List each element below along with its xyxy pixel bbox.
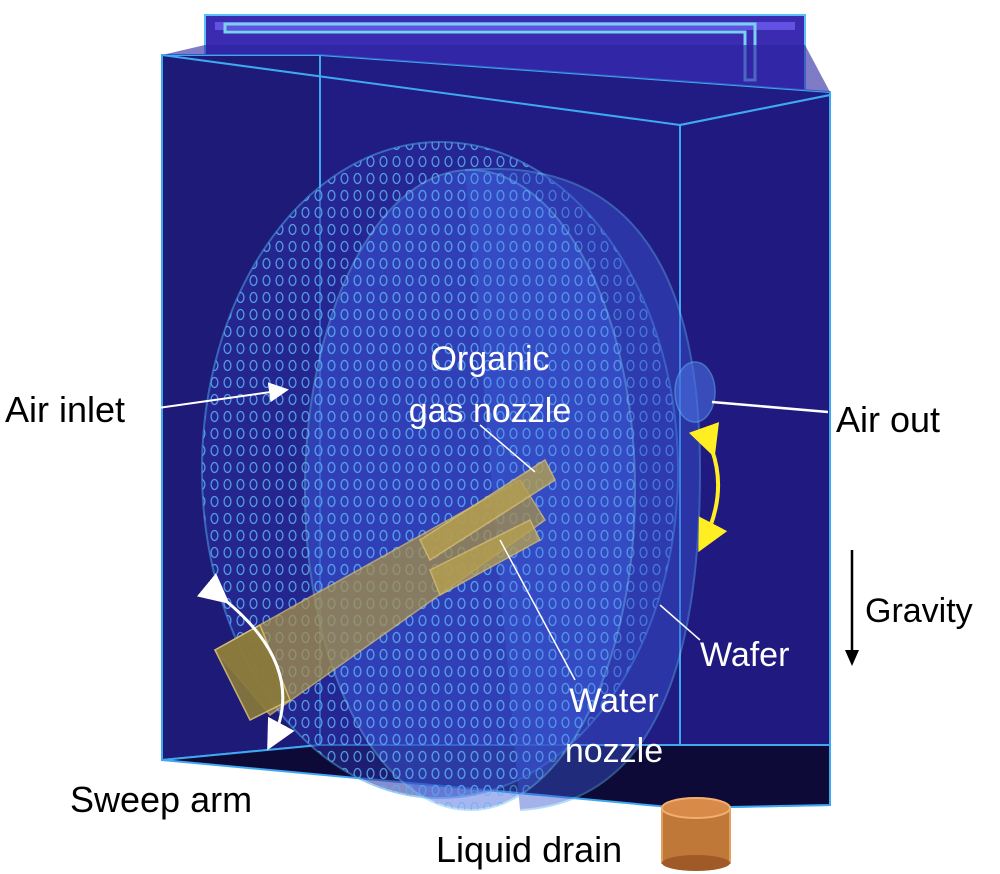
- organic-gas-leader: [479, 424, 536, 473]
- label-air-out: Air out: [836, 399, 940, 440]
- label-organic-line2: gas nozzle: [409, 392, 572, 430]
- air-out-leader: [711, 400, 829, 414]
- label-organic-line1: Organic: [430, 340, 549, 378]
- label-water-line2: nozzle: [565, 732, 663, 770]
- water-nozzle-leader: [499, 539, 576, 681]
- label-wafer: Wafer: [700, 636, 789, 674]
- wafer-leader: [659, 604, 701, 641]
- wafer-disk: [304, 167, 716, 811]
- liquid-drain: [661, 797, 731, 871]
- rotation-arrow: [688, 422, 728, 553]
- label-sweep-arm: Sweep arm: [70, 779, 252, 820]
- label-water-line1: Water: [569, 682, 658, 720]
- sweep-arrow: [196, 573, 295, 751]
- label-gravity: Gravity: [865, 592, 973, 630]
- air-inlet-arrow: [157, 382, 289, 409]
- label-liquid-drain: Liquid drain: [436, 829, 622, 870]
- label-air-inlet: Air inlet: [5, 389, 125, 430]
- gravity-arrowhead: [845, 650, 859, 666]
